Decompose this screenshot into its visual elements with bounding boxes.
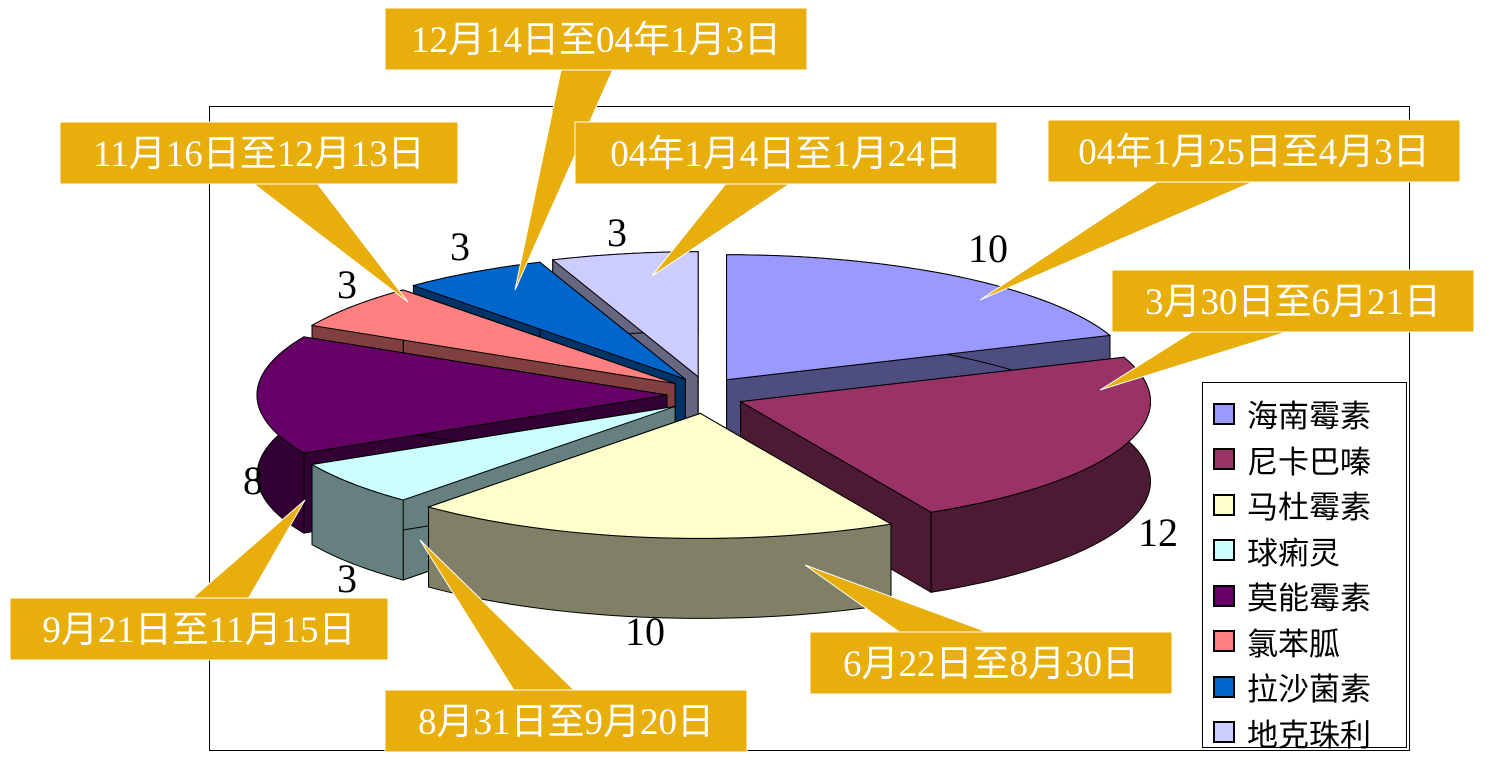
callout-6: 12月14日至04年1月3日 <box>384 7 808 291</box>
legend-item: 海南霉素 <box>1213 391 1406 437</box>
legend-swatch <box>1213 402 1235 425</box>
legend-item: 氯苯胍 <box>1213 619 1406 665</box>
callout-text: 11月16日至12月13日 <box>93 134 425 175</box>
legend-swatch <box>1213 630 1235 653</box>
callout-box <box>59 121 459 185</box>
legend-swatch <box>1213 584 1235 607</box>
callout-text: 04年1月25日至4月3日 <box>1078 131 1430 173</box>
legend-label: 球痢灵 <box>1247 535 1340 571</box>
value-label-1: 12 <box>1138 510 1178 555</box>
value-label-7: 3 <box>607 210 627 255</box>
callout-text: 12月14日至04年1月3日 <box>411 19 781 61</box>
callout-text: 9月21日至11月15日 <box>42 610 355 651</box>
legend-item: 马杜霉素 <box>1213 482 1406 528</box>
slice-top <box>310 289 676 385</box>
callout-0: 04年1月25日至4月3日 <box>979 119 1461 301</box>
pie-slice-2 <box>426 412 893 619</box>
callout-2: 6月22日至8月30日 <box>804 564 1173 695</box>
callout-text: 3月30日至6月21日 <box>1145 282 1441 323</box>
slice-top <box>738 356 1152 513</box>
legend-label: 莫能霉素 <box>1247 581 1371 617</box>
slice-top <box>426 412 893 539</box>
callout-box <box>574 121 998 185</box>
value-label-2: 10 <box>625 609 665 654</box>
legend: 海南霉素尼卡巴嗪马杜霉素球痢灵莫能霉素氯苯胍拉沙菌素地克珠利 <box>1202 382 1407 753</box>
legend-swatch <box>1213 721 1235 744</box>
legend-label: 海南霉素 <box>1247 399 1371 435</box>
callout-4: 9月21日至11月15日 <box>9 499 389 661</box>
legend-swatch <box>1213 539 1235 562</box>
legend-swatch <box>1213 675 1235 698</box>
callout-text: 04年1月4日至1月24日 <box>610 133 962 175</box>
callout-box <box>1111 269 1475 333</box>
value-label-4: 8 <box>243 458 263 503</box>
value-label-3: 3 <box>337 556 357 601</box>
callout-3: 8月31日至9月20日 <box>384 539 748 753</box>
legend-swatch <box>1213 448 1235 471</box>
callout-5: 11月16日至12月13日 <box>59 121 459 303</box>
callout-1: 3月30日至6月21日 <box>1099 269 1475 391</box>
legend-item: 尼卡巴嗪 <box>1213 437 1406 483</box>
legend-label: 尼卡巴嗪 <box>1247 444 1371 480</box>
legend-item: 地克珠利 <box>1213 710 1406 756</box>
slice-top <box>411 261 686 380</box>
legend-label: 马杜霉素 <box>1247 490 1371 526</box>
value-label-6: 3 <box>450 224 470 269</box>
slice-top <box>256 336 668 454</box>
callout-box <box>9 597 389 661</box>
callout-box <box>384 689 748 753</box>
legend-item: 莫能霉素 <box>1213 573 1406 619</box>
slice-top <box>310 405 676 501</box>
legend-item: 拉沙菌素 <box>1213 664 1406 710</box>
callout-box <box>384 7 808 71</box>
legend-label: 地克珠利 <box>1247 717 1371 753</box>
callout-box <box>1047 119 1461 183</box>
legend-swatch <box>1213 493 1235 516</box>
callout-text: 8月31日至9月20日 <box>418 702 714 743</box>
callout-7: 04年1月4日至1月24日 <box>574 121 998 277</box>
legend-label: 氯苯胍 <box>1247 626 1340 662</box>
value-label-0: 10 <box>968 226 1008 271</box>
legend-item: 球痢灵 <box>1213 528 1406 574</box>
slice-top <box>726 254 1112 381</box>
callout-box <box>809 631 1173 695</box>
legend-label: 拉沙菌素 <box>1247 672 1371 708</box>
callout-text: 6月22日至8月30日 <box>843 644 1139 685</box>
value-label-5: 3 <box>337 262 357 307</box>
